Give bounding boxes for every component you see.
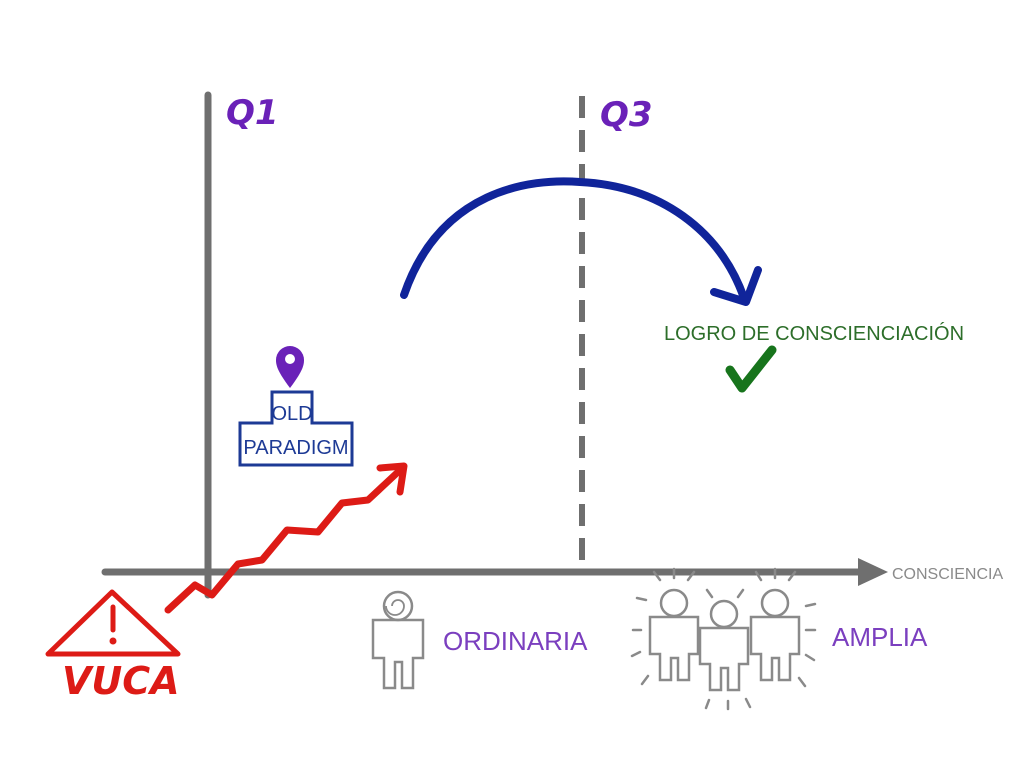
vuca-zigzag-arrow — [164, 468, 402, 614]
x-axis-arrowhead — [858, 558, 888, 586]
warning-triangle-icon — [45, 589, 181, 657]
quadrant-label-q3: Q3 — [600, 95, 653, 135]
quadrant-label-q1: Q1 — [226, 93, 279, 133]
checkmark-icon — [725, 345, 777, 393]
person-icon — [371, 590, 425, 690]
person-group — [630, 567, 817, 711]
location-pin-icon — [276, 346, 304, 388]
wide-label: AMPLIA — [832, 622, 928, 652]
old-paradigm-label-line2: PARADIGM — [243, 437, 348, 459]
x-axis-label: CONSCIENCIA — [892, 566, 1003, 583]
person-icon — [698, 599, 750, 692]
ordinary-label: ORDINARIA — [443, 626, 588, 656]
old-paradigm-podium — [238, 390, 354, 467]
radiance-lines — [630, 567, 817, 711]
old-paradigm-label-line1: OLD — [271, 403, 312, 425]
transition-arc-arrowhead — [710, 266, 762, 306]
goal-label: LOGRO DE CONSCIENCIACIÓN — [664, 322, 964, 345]
vuca-label: VUCA — [62, 659, 180, 703]
person-icon — [648, 588, 700, 682]
transition-arc-arrow — [400, 177, 748, 302]
person-icon — [749, 588, 801, 682]
vuca-zigzag-arrowhead — [376, 462, 408, 496]
